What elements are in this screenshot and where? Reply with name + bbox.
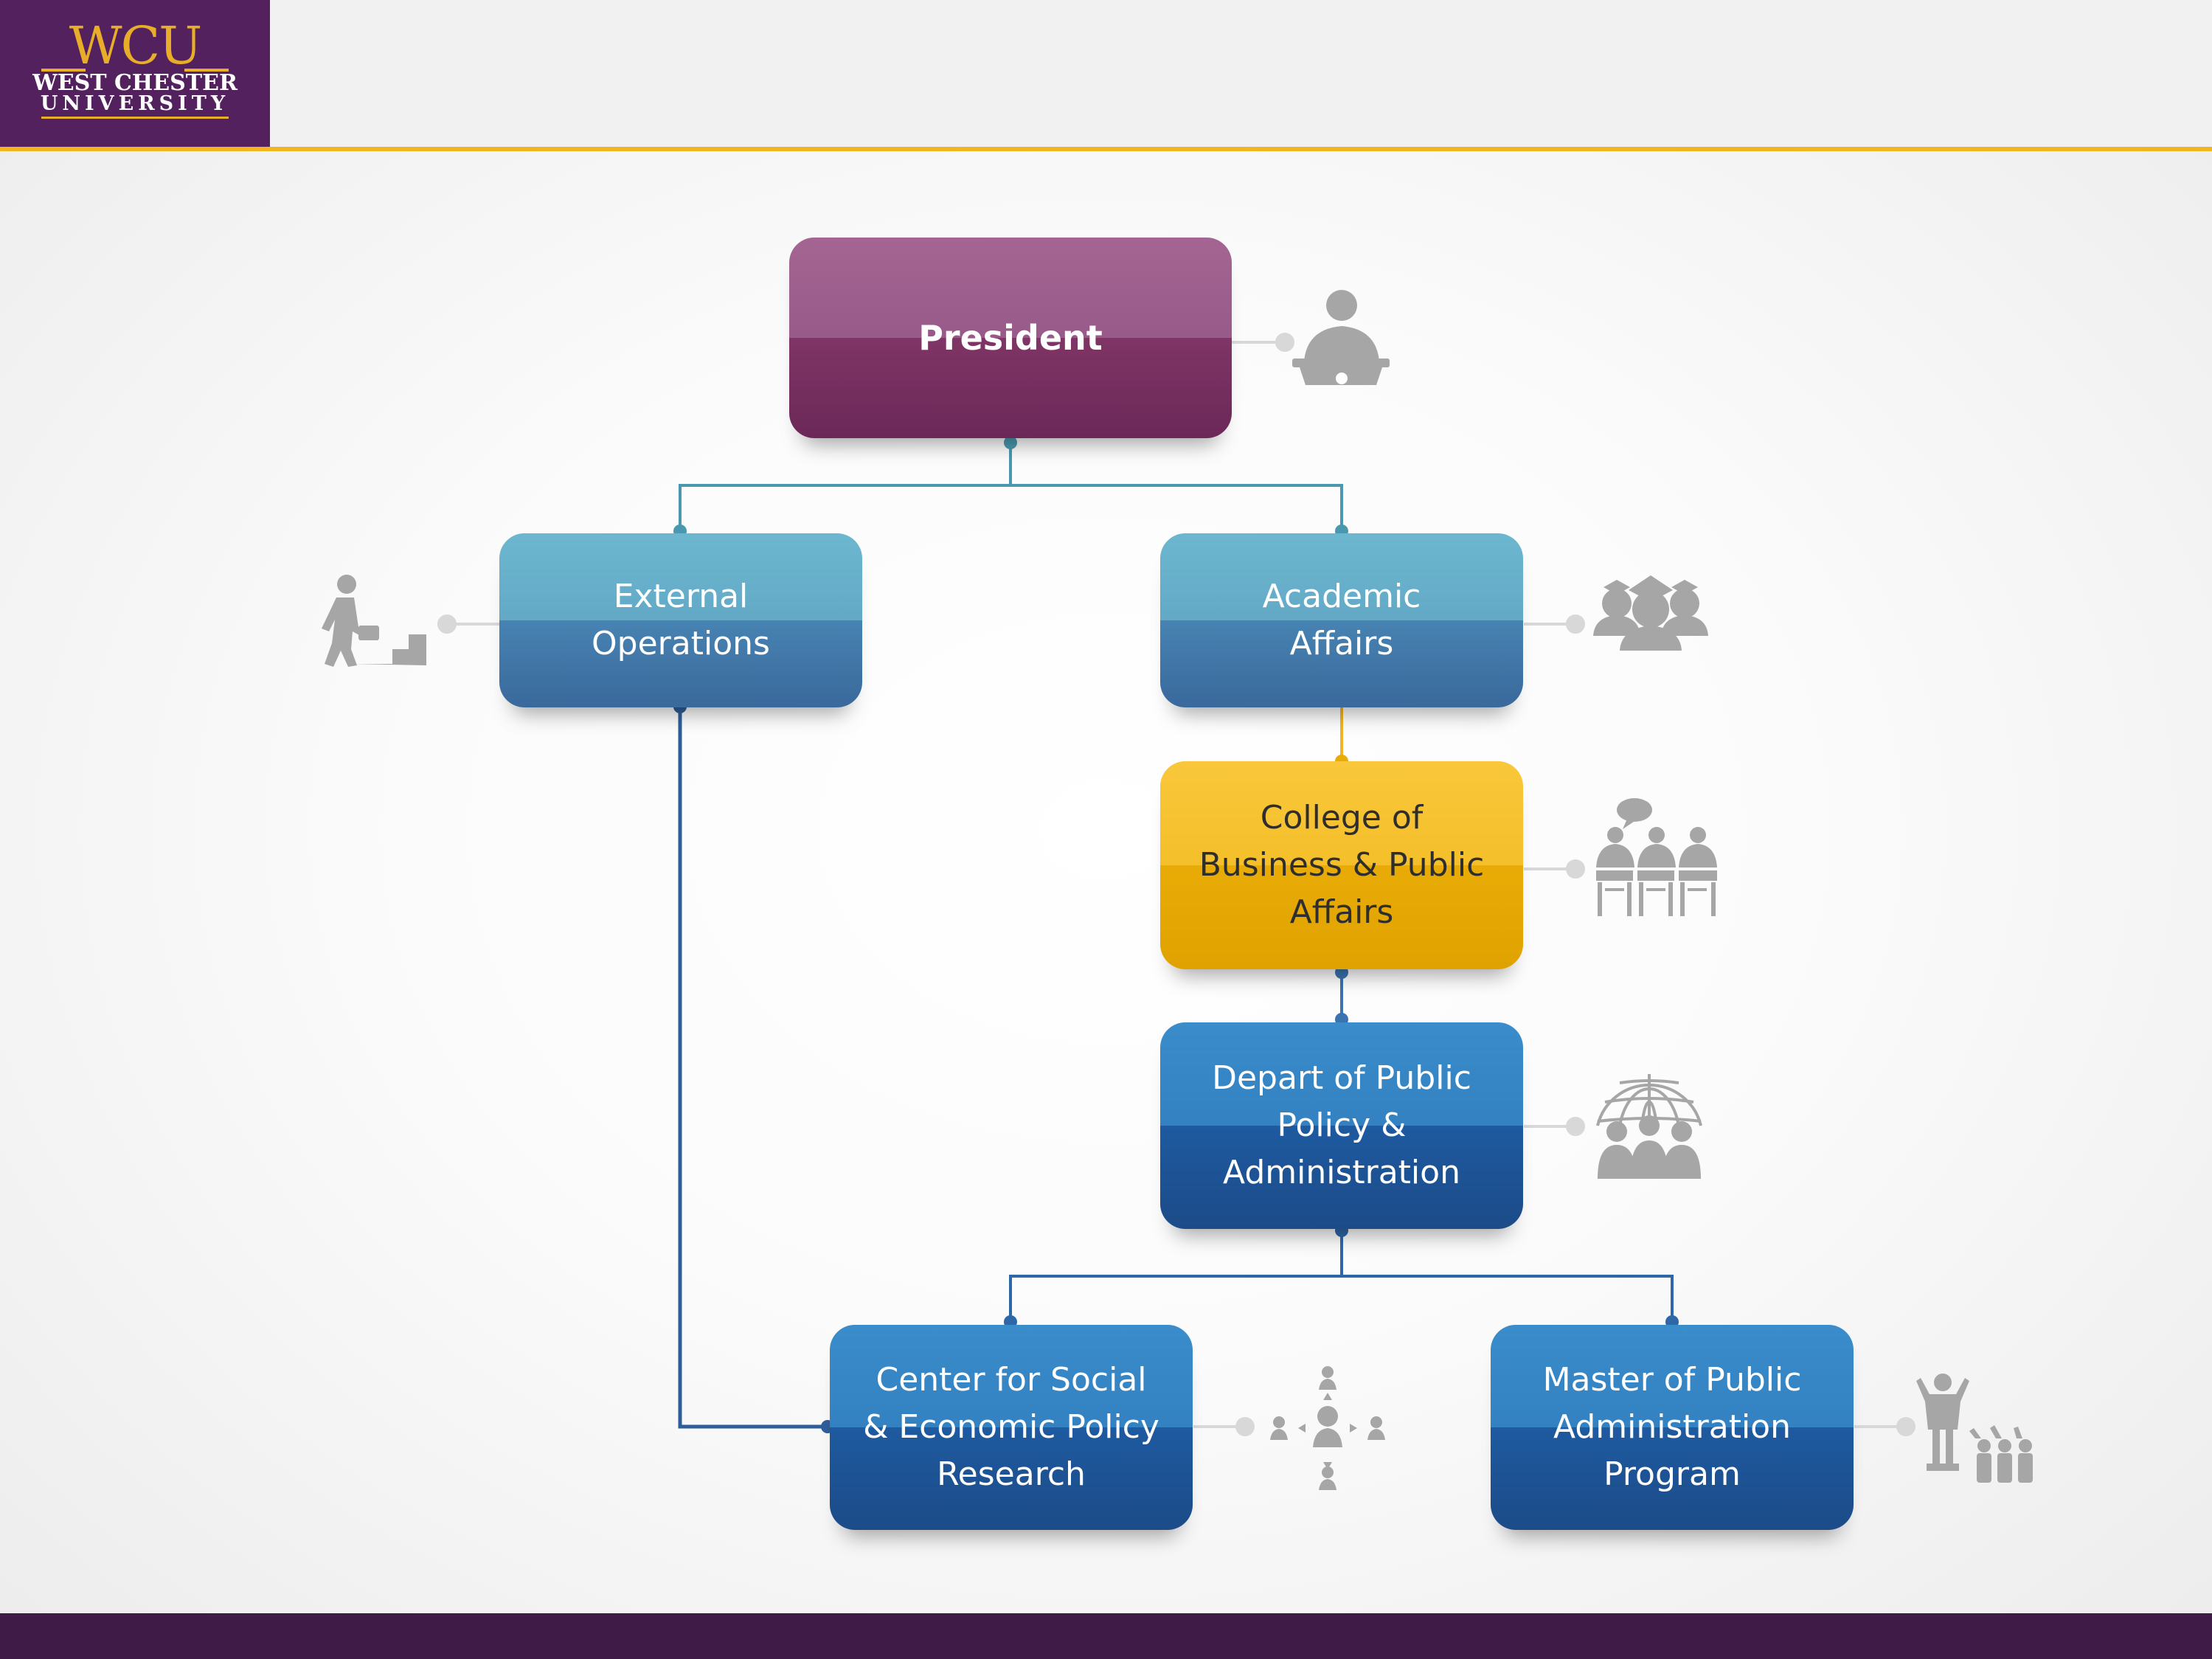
- node-center-social-economic-policy[interactable]: Center for Social & Economic Policy Rese…: [830, 1325, 1193, 1530]
- wcu-logo[interactable]: WCU WEST CHESTER UNIVERSITY: [0, 0, 270, 147]
- node-center-label: Center for Social & Economic Policy Rese…: [863, 1361, 1159, 1493]
- graduates-group-icon: [1593, 575, 1708, 651]
- node-mpa-label: Master of Public Administration Program: [1542, 1361, 1802, 1493]
- globe-people-icon: [1596, 1074, 1702, 1179]
- header-bar: [0, 0, 2212, 147]
- node-academic-affairs[interactable]: Academic Affairs: [1160, 533, 1523, 707]
- connector-department-mpa: [1342, 1275, 1674, 1322]
- node-external-operations[interactable]: External Operations: [499, 533, 862, 707]
- node-academic-affairs-label: Academic Affairs: [1262, 578, 1421, 662]
- node-master-public-administration[interactable]: Master of Public Administration Program: [1491, 1325, 1854, 1530]
- node-college-label: College of Business & Public Affairs: [1199, 799, 1485, 931]
- node-president-label: President: [918, 318, 1103, 358]
- node-president[interactable]: President: [789, 238, 1232, 438]
- presenter-audience-icon: [1916, 1374, 2033, 1483]
- connector-president-academic: [1010, 484, 1343, 531]
- node-department-public-policy[interactable]: Depart of Public Policy & Administration: [1160, 1022, 1523, 1229]
- connector-external-center: [678, 707, 828, 1429]
- connector-president-external: [679, 443, 1012, 531]
- logo-wcu-text: WCU: [69, 15, 203, 76]
- logo-rule-left: [41, 69, 86, 72]
- logo-rule-bottom: [41, 117, 229, 119]
- logo-line-2: UNIVERSITY: [40, 92, 230, 115]
- logo-line-1: WEST CHESTER: [32, 70, 238, 96]
- node-college-business-public-affairs[interactable]: College of Business & Public Affairs: [1160, 761, 1523, 969]
- podium-speaker-icon: [1292, 290, 1390, 385]
- classroom-students-icon: [1596, 798, 1717, 916]
- node-external-operations-label: External Operations: [592, 578, 770, 662]
- climbing-stairs-briefcase-icon: [322, 575, 426, 667]
- connector-department-center: [1009, 1230, 1343, 1322]
- logo-rule-right: [184, 69, 229, 72]
- header-accent-line: [0, 147, 2212, 151]
- node-department-label: Depart of Public Policy & Administration: [1212, 1059, 1471, 1191]
- footer-bar: [0, 1613, 2212, 1659]
- network-hub-people-icon: [1270, 1366, 1385, 1490]
